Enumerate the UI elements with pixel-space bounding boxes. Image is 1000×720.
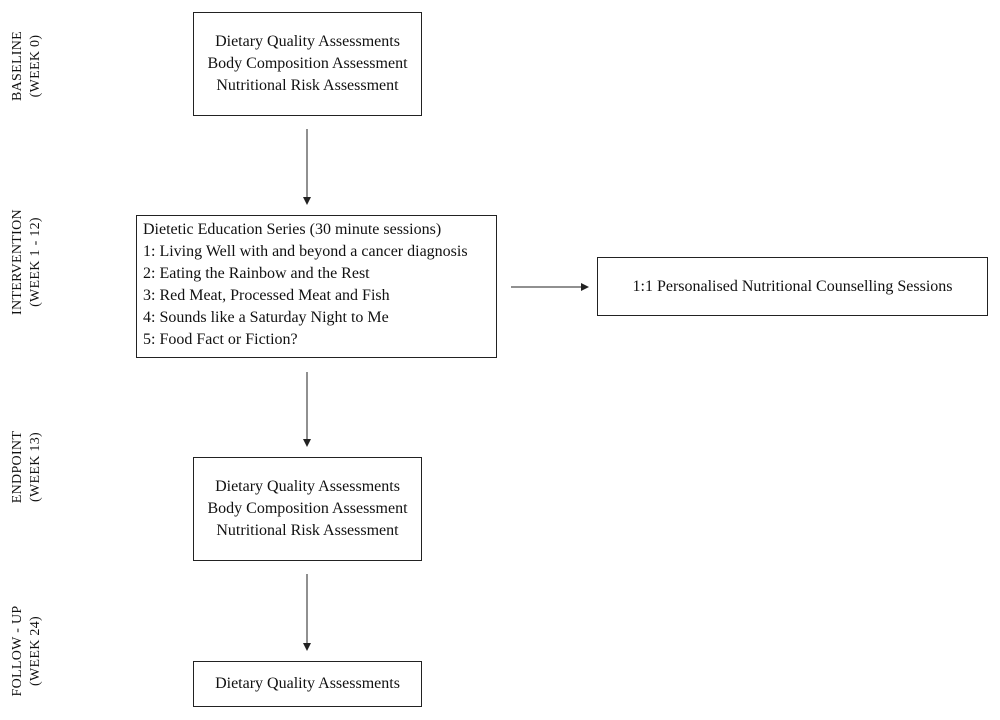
box-line: Nutritional Risk Assessment [216, 522, 399, 539]
dietetic-education-box: Dietetic Education Series (30 minute ses… [136, 215, 497, 358]
box-line: Dietary Quality Assessments [215, 478, 400, 495]
session-item: 3: Red Meat, Processed Meat and Fish [143, 287, 390, 304]
session-item: 4: Sounds like a Saturday Night to Me [143, 309, 389, 326]
box-line: Body Composition Assessment [207, 500, 408, 517]
box-text: 1:1 Personalised Nutritional Counselling… [632, 277, 953, 295]
box-text: Dietary Quality Assessments [215, 675, 400, 692]
counselling-sessions-box: 1:1 Personalised Nutritional Counselling… [597, 257, 988, 316]
education-series-title: Dietetic Education Series (30 minute ses… [143, 221, 442, 238]
endpoint-assessments-box: Dietary Quality Assessments Body Composi… [193, 457, 422, 561]
box-line: Body Composition Assessment [207, 55, 408, 72]
session-item: 2: Eating the Rainbow and the Rest [143, 265, 370, 282]
followup-assessments-box: Dietary Quality Assessments [193, 661, 422, 707]
box-line: Nutritional Risk Assessment [216, 77, 399, 94]
box-line: Dietary Quality Assessments [215, 33, 400, 50]
session-item: 1: Living Well with and beyond a cancer … [143, 243, 468, 260]
session-item: 5: Food Fact or Fiction? [143, 331, 298, 348]
baseline-assessments-box: Dietary Quality Assessments Body Composi… [193, 12, 422, 116]
